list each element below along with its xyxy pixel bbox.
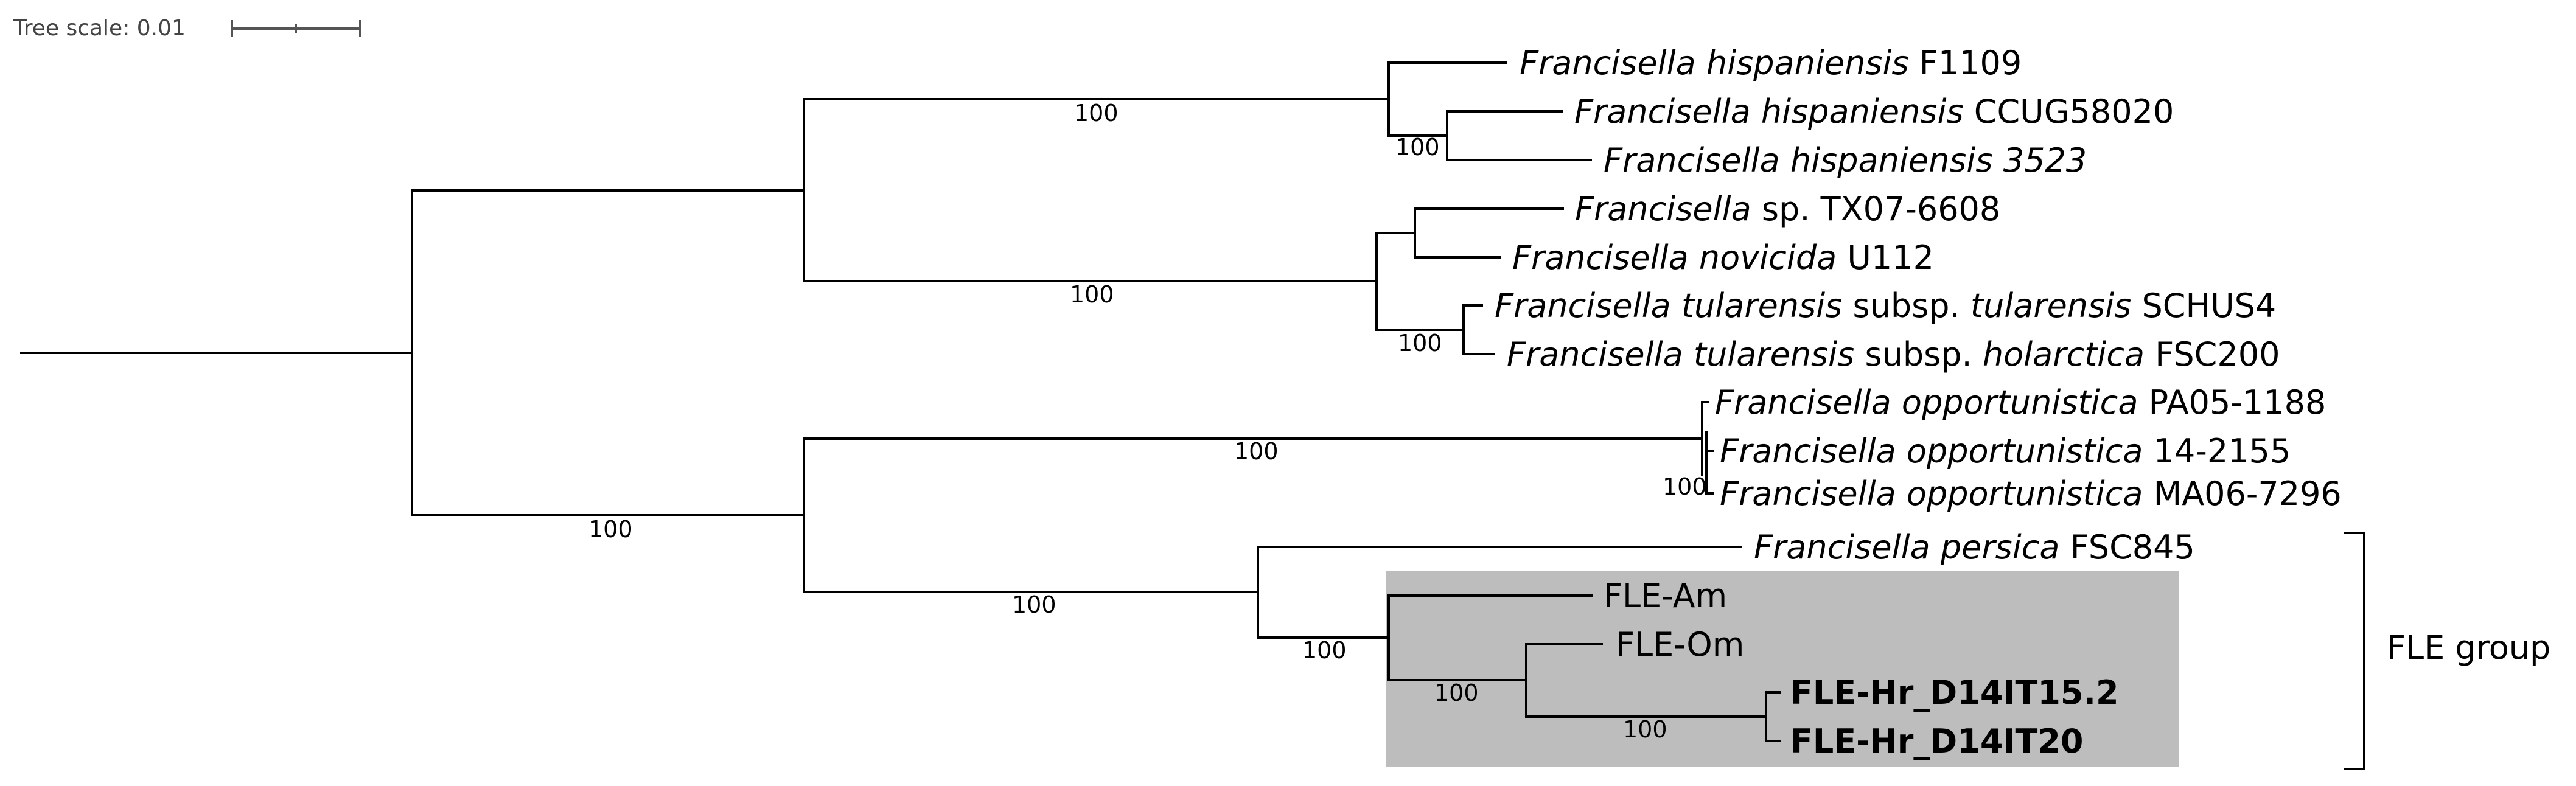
tree-scale: Tree scale: 0.01 [13, 16, 361, 41]
fle-group-bracket: FLE group [2344, 532, 2550, 770]
bootstrap-values: 100 100 100 100 100 100 100 100 100 100 … [588, 100, 1707, 743]
group-label: FLE group [2387, 628, 2550, 667]
taxon-label-t3: Francisella hispaniensis 3523 [1604, 141, 2087, 179]
taxon-label-t9: Francisella opportunistica 14-2155 [1720, 432, 2291, 470]
tree-branches [20, 61, 1781, 742]
taxon-label-t5: Francisella novicida U112 [1512, 238, 1934, 277]
bootstrap-fle-om-hr: 100 [1434, 680, 1479, 706]
bootstrap-tul-inner: 100 [1398, 330, 1442, 356]
bootstrap-hisp-inner: 100 [1395, 134, 1440, 161]
bootstrap-hisp-clade: 100 [1074, 100, 1119, 127]
bootstrap-tul-clade: 100 [1070, 281, 1114, 308]
bootstrap-lower-clade: 100 [588, 516, 633, 543]
bootstrap-opp-clade: 100 [1234, 438, 1279, 465]
taxon-label-t12: FLE-Am [1604, 577, 1727, 615]
bootstrap-opp-inner: 100 [1663, 473, 1707, 500]
taxon-label-t10: Francisella opportunistica MA06-7296 [1720, 475, 2342, 513]
tree-scale-label: Tree scale: 0.01 [13, 16, 186, 41]
fle-highlight-box [1386, 571, 2179, 767]
taxon-label-t13: FLE-Om [1616, 625, 1744, 664]
taxon-label-t11: Francisella persica FSC845 [1754, 528, 2195, 566]
taxon-label-t6: Francisella tularensis subsp. tularensis… [1495, 287, 2276, 325]
bootstrap-fle-hr: 100 [1623, 716, 1667, 743]
taxon-label-t8: Francisella opportunistica PA05-1188 [1715, 383, 2326, 422]
taxon-label-t14: FLE-Hr_D14IT15.2 [1790, 673, 2119, 712]
taxon-label-t15: FLE-Hr_D14IT20 [1790, 722, 2083, 760]
bootstrap-fle-group: 100 [1302, 637, 1347, 664]
taxon-label-t1: Francisella hispaniensis F1109 [1520, 44, 2022, 82]
taxon-label-t7: Francisella tularensis subsp. holarctica… [1507, 335, 2280, 374]
group-bracket-line [2344, 532, 2365, 770]
taxon-labels: Francisella hispaniensis F1109 Francisel… [1495, 44, 2342, 760]
taxon-label-t4: Francisella sp. TX07-6608 [1575, 190, 2000, 228]
bootstrap-persica-fle: 100 [1012, 591, 1056, 618]
taxon-label-t2: Francisella hispaniensis CCUG58020 [1574, 92, 2174, 131]
